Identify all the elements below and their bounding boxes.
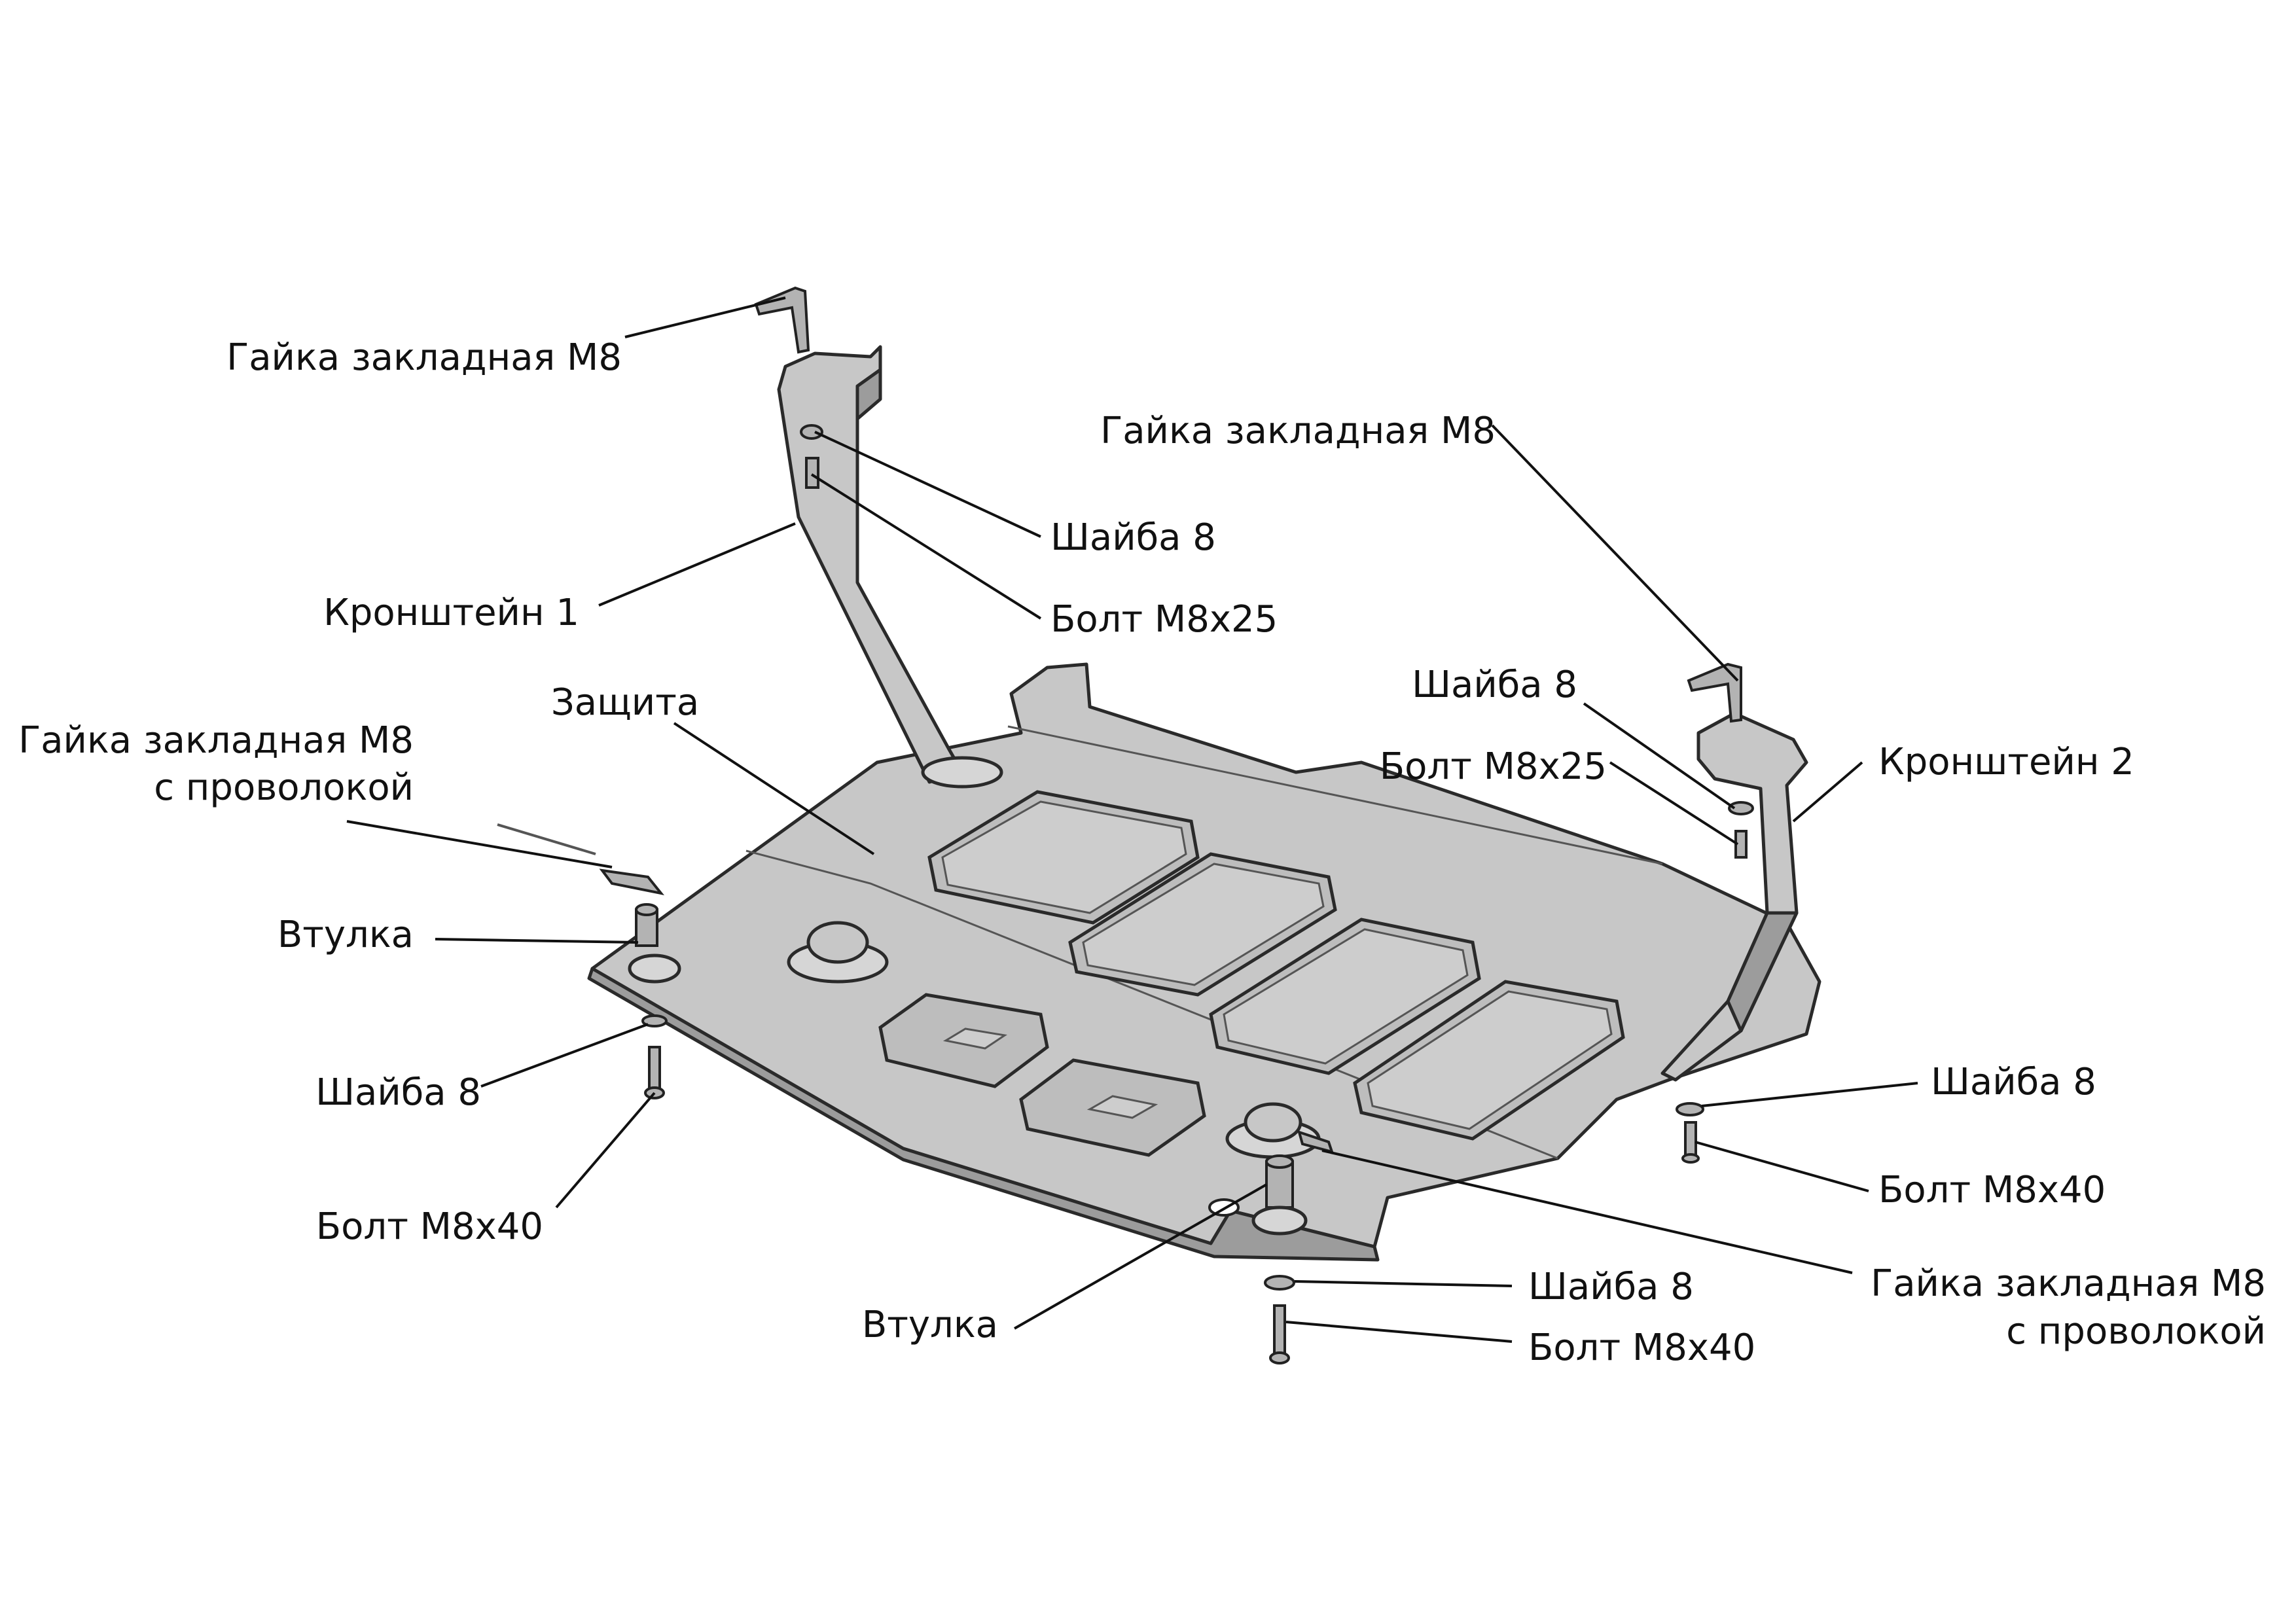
label-nut-top-right: Гайка закладная М8 [1100,410,1496,452]
label-washer-right-lower: Шайба 8 [1931,1061,2096,1103]
guard-bosses [787,921,1321,1217]
label-nut-wire-right-line1: Гайка закладная М8 [1871,1262,2266,1305]
label-bracket-2: Кронштейн 2 [1878,741,2134,783]
bracket-1 [777,345,1003,789]
label-washer-left-lower: Шайба 8 [315,1071,481,1114]
label-sleeve-left: Втулка [278,914,414,956]
label-bolt-left-lower: Болт М8х40 [316,1205,543,1248]
label-bolt-right-upper: Болт М8х25 [1380,745,1607,788]
label-nut-wire-right-line2: с проволокой [2006,1310,2266,1353]
hardware-parts [497,286,1742,1364]
label-bolt-right-lower: Болт М8х40 [1878,1169,2106,1211]
label-washer-bottom: Шайба 8 [1528,1266,1694,1308]
part-labels: Гайка закладная М8 Шайба 8 Кронштейн 1 Б… [18,336,2266,1369]
label-bolt-bottom: Болт М8х40 [1528,1327,1755,1369]
label-nut-wire-left-line1: Гайка закладная М8 [18,719,414,762]
label-bracket-1: Кронштейн 1 [323,592,579,634]
leader-lines [346,296,1918,1343]
guard-cutouts-upper [927,790,1625,1141]
label-bolt-top-left: Болт М8х25 [1050,598,1278,641]
label-nut-wire-left-line2: с проволокой [154,766,414,809]
label-guard: Защита [551,681,699,724]
bracket-2 [1660,711,1808,1082]
guard-cutouts-lower [878,993,1206,1157]
label-washer-top-left: Шайба 8 [1050,516,1216,559]
label-sleeve-bottom: Втулка [862,1304,998,1346]
label-nut-top-left: Гайка закладная М8 [226,336,622,379]
label-washer-right-upper: Шайба 8 [1412,664,1577,706]
